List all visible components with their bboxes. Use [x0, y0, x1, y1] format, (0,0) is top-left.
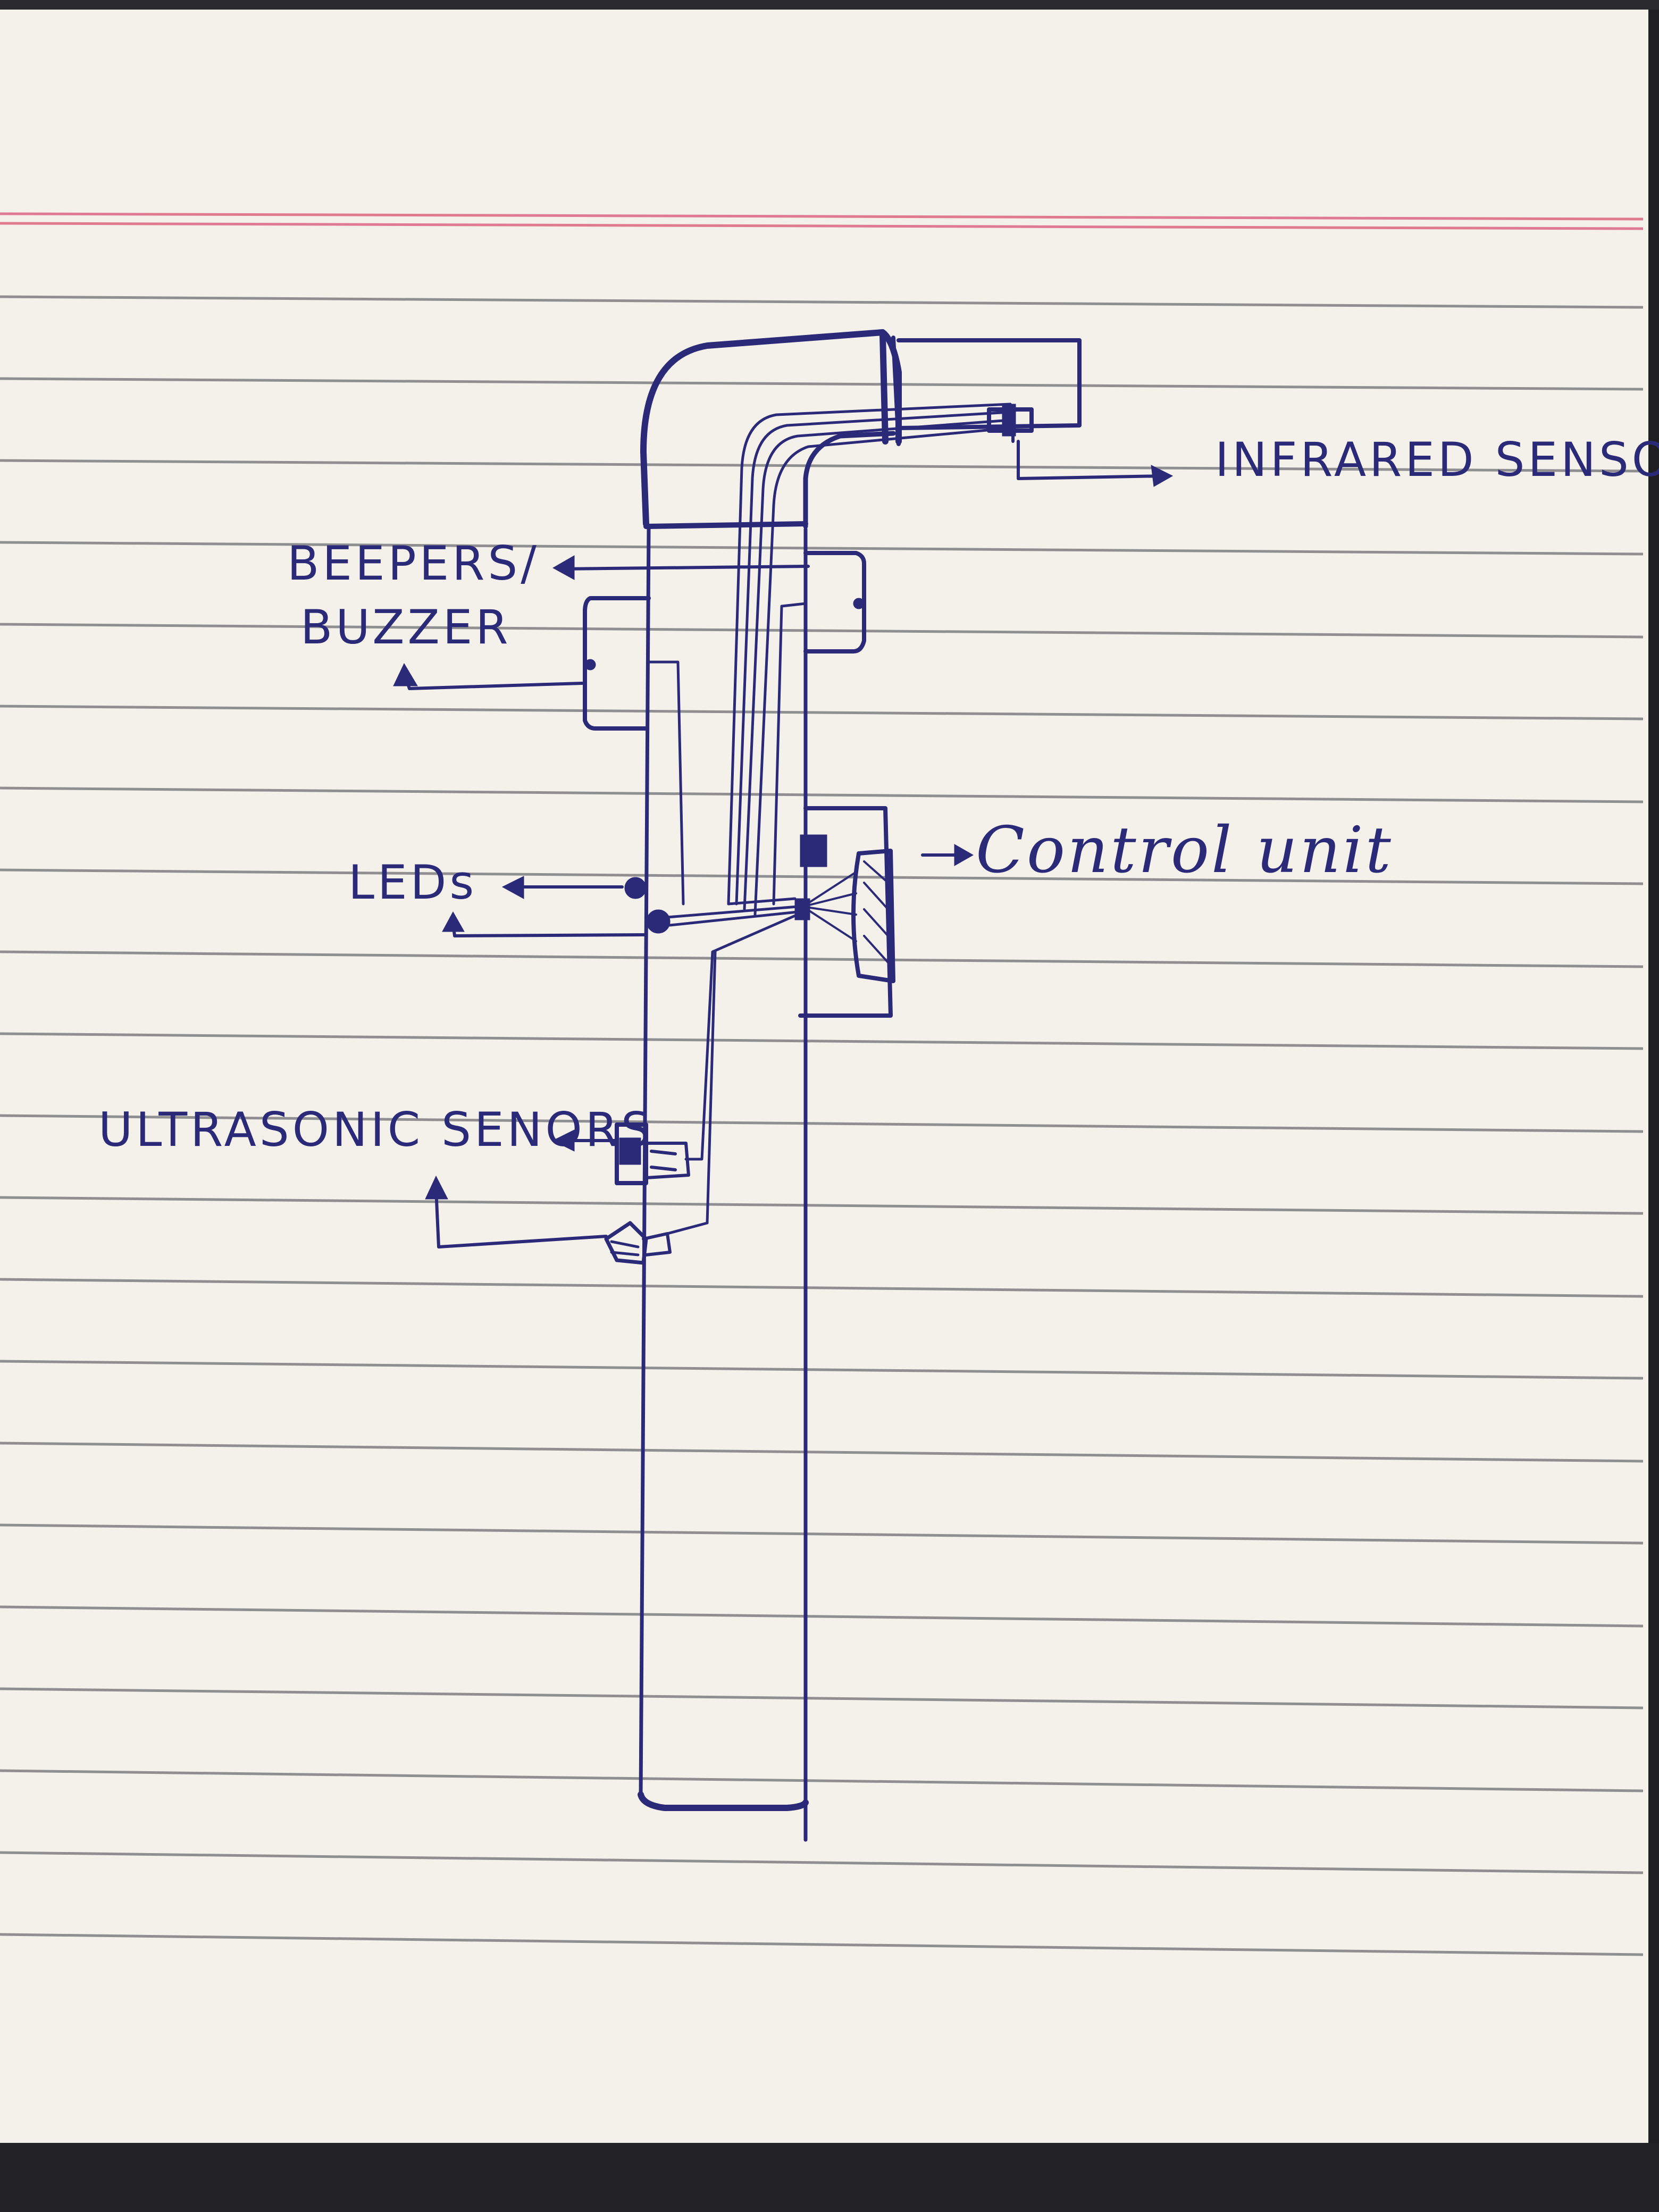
table-edge — [0, 2143, 1659, 2212]
paper-sheet — [0, 0, 1648, 2143]
binding-holes — [0, 0, 1659, 10]
label-leds: LEDs — [348, 855, 477, 910]
label-infrared-sensor: INFRARED SENSOR — [1215, 432, 1659, 487]
label-control-unit: Control unit — [976, 814, 1393, 887]
label-beepers: BEEPERS/ — [287, 536, 540, 591]
label-ultrasonic-sensors: ULTRASONIC SENORS — [98, 1102, 654, 1157]
label-buzzer: BUZZER — [300, 600, 512, 655]
